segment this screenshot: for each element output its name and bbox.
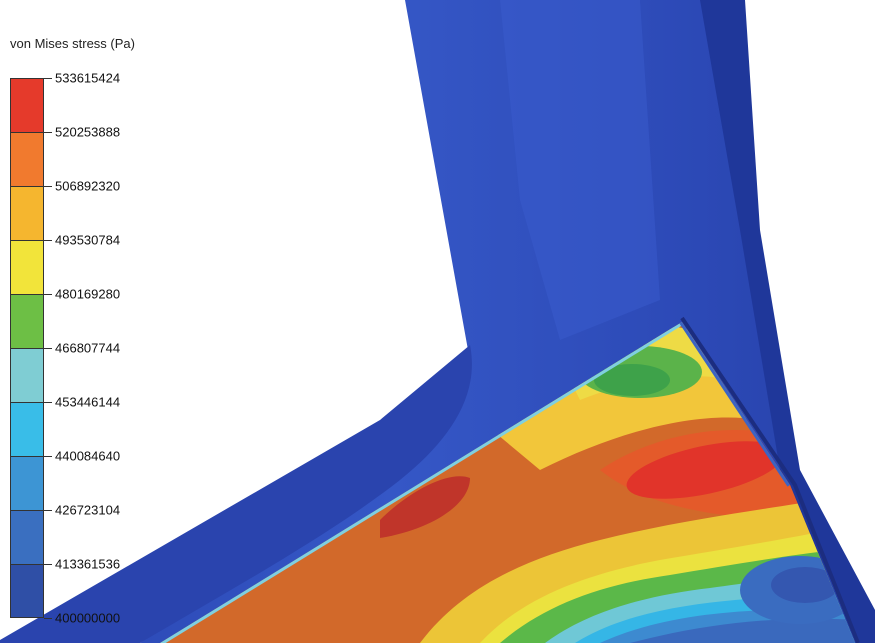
legend-tick-mark <box>44 348 52 349</box>
legend-swatch <box>11 457 43 511</box>
weld-toe-seam <box>680 316 860 643</box>
legend-tick-mark <box>44 618 52 619</box>
legend-swatch <box>11 349 43 403</box>
legend-tick-label: 466807744 <box>55 340 121 356</box>
legend-tick-mark <box>44 132 52 133</box>
legend-tick-mark <box>44 240 52 241</box>
tube-highlight <box>500 0 660 340</box>
legend-color-bar <box>10 78 44 618</box>
legend-swatch <box>11 133 43 187</box>
legend-tick-mark <box>44 510 52 511</box>
legend-swatch <box>11 241 43 295</box>
legend-tick-label: 413361536 <box>55 556 121 572</box>
flange-surface <box>0 345 472 643</box>
legend-swatch <box>11 565 43 617</box>
legend-title: von Mises stress (Pa) <box>10 36 135 51</box>
legend-tick-label: 520253888 <box>55 124 121 140</box>
legend-tick-label: 506892320 <box>55 178 121 194</box>
legend-tick-label: 493530784 <box>55 232 121 248</box>
legend-swatch <box>11 79 43 133</box>
legend-tick-mark <box>44 294 52 295</box>
legend-tick-label: 400000000 <box>55 610 121 626</box>
legend-tick-label: 440084640 <box>55 448 121 464</box>
legend-swatch <box>11 295 43 349</box>
legend-tick-label: 480169280 <box>55 286 121 302</box>
legend-tick-mark <box>44 564 52 565</box>
legend-swatch <box>11 187 43 241</box>
legend-tick-label: 533615424 <box>55 70 121 86</box>
legend-swatch <box>11 511 43 565</box>
legend-tick-label: 453446144 <box>55 394 121 410</box>
legend-tick-mark <box>44 186 52 187</box>
legend-tick-mark <box>44 402 52 403</box>
tube-edge <box>700 0 875 643</box>
legend-tick-mark <box>44 78 52 79</box>
legend-swatch <box>11 403 43 457</box>
legend-tick-mark <box>44 456 52 457</box>
legend-tick-label: 426723104 <box>55 502 121 518</box>
